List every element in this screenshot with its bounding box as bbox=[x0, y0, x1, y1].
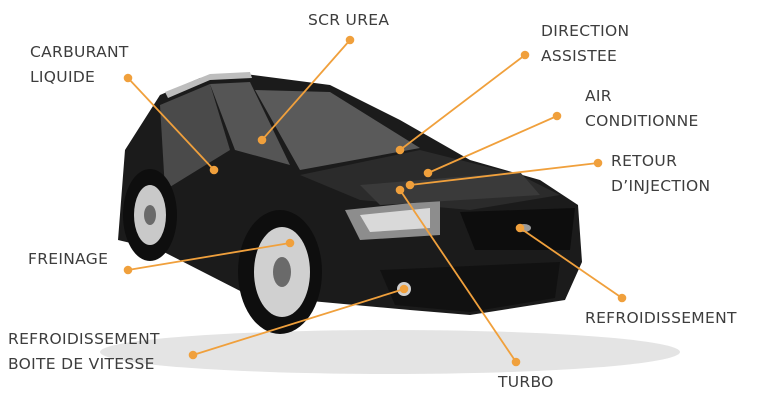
leader-dot bbox=[617, 293, 627, 303]
label-direction-line2: ASSISTEE bbox=[541, 47, 618, 65]
leader-carburant bbox=[127, 77, 215, 171]
leader-lines bbox=[123, 35, 627, 367]
leader-freinage bbox=[127, 242, 291, 271]
label-air-line1: AIR bbox=[585, 87, 612, 105]
leader-dot bbox=[395, 185, 405, 195]
label-refroidissement: REFROIDISSEMENT bbox=[585, 309, 737, 327]
label-air-line2: CONDITIONNE bbox=[585, 112, 699, 130]
ground-shadow bbox=[100, 330, 680, 374]
leader-dot bbox=[593, 158, 603, 168]
leader-dot bbox=[423, 168, 433, 178]
leader-refroid-boite bbox=[192, 288, 405, 356]
leader-dot bbox=[399, 284, 409, 294]
label-direction-assistee: DIRECTION ASSISTEE bbox=[541, 19, 629, 69]
label-retour-injection: RETOUR D’INJECTION bbox=[611, 149, 710, 199]
leader-dot bbox=[285, 238, 295, 248]
leader-dot bbox=[188, 350, 198, 360]
leader-dot bbox=[395, 145, 405, 155]
label-refroid-boite-line2: BOITE DE VITESSE bbox=[8, 355, 155, 373]
label-turbo: TURBO bbox=[498, 373, 554, 391]
leader-retour bbox=[409, 162, 599, 186]
leader-dot bbox=[520, 50, 530, 60]
front-wheel bbox=[238, 210, 322, 334]
car-body bbox=[118, 72, 582, 315]
leader-dot bbox=[405, 180, 415, 190]
rear-wheel bbox=[123, 169, 177, 261]
label-carburant-liquide: CARBURANT LIQUIDE bbox=[30, 40, 129, 90]
label-retour-line1: RETOUR bbox=[611, 152, 678, 170]
leader-direction bbox=[399, 54, 526, 151]
leader-dot bbox=[257, 135, 267, 145]
leader-dot bbox=[123, 73, 133, 83]
label-freinage: FREINAGE bbox=[28, 250, 109, 268]
label-carburant-line1: CARBURANT bbox=[30, 43, 129, 61]
leader-dot bbox=[345, 35, 355, 45]
label-scr-urea: SCR UREA bbox=[308, 11, 390, 29]
leader-scr-urea bbox=[261, 39, 351, 141]
label-refroid-boite-line1: REFROIDISSEMENT bbox=[8, 330, 160, 348]
label-air-conditionne: AIR CONDITIONNE bbox=[585, 84, 699, 134]
leader-dot bbox=[209, 165, 219, 175]
leader-dot bbox=[515, 223, 525, 233]
leader-dot bbox=[552, 111, 562, 121]
label-direction-line1: DIRECTION bbox=[541, 22, 630, 40]
label-carburant-line2: LIQUIDE bbox=[30, 68, 96, 86]
leader-dot bbox=[123, 265, 133, 275]
leader-air bbox=[427, 115, 558, 174]
label-refroidissement-boite: REFROIDISSEMENT BOITE DE VITESSE bbox=[8, 327, 160, 377]
leader-turbo bbox=[399, 189, 517, 363]
leader-dot bbox=[511, 357, 521, 367]
leader-refroidissement bbox=[519, 227, 623, 299]
label-retour-line2: D’INJECTION bbox=[611, 177, 711, 195]
